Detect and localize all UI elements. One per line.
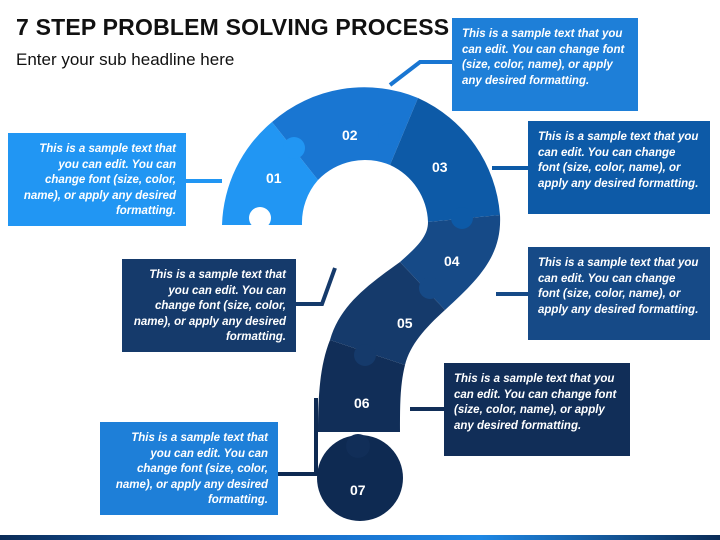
step-number-05: 05: [397, 315, 413, 331]
page-title: 7 STEP PROBLEM SOLVING PROCESS: [16, 14, 450, 40]
step-number-01: 01: [266, 170, 282, 186]
knob-05-06: [354, 344, 376, 366]
puzzle-piece-02: [272, 87, 418, 180]
step-text-03: This is a sample text that you can edit.…: [528, 121, 710, 214]
connector-07: [278, 398, 318, 476]
step-text-05: This is a sample text that you can edit.…: [122, 259, 296, 352]
step-number-06: 06: [354, 395, 370, 411]
step-number-04: 04: [444, 253, 460, 269]
knob-04-05: [419, 277, 441, 299]
knob-03-04: [451, 207, 473, 229]
step-text-02: This is a sample text that you can edit.…: [452, 18, 638, 111]
step-text-04: This is a sample text that you can edit.…: [528, 247, 710, 340]
step-text-06: This is a sample text that you can edit.…: [444, 363, 630, 456]
page-subtitle: Enter your sub headline here: [16, 50, 235, 69]
step-text-07: This is a sample text that you can edit.…: [100, 422, 278, 515]
question-mark-hook: [222, 87, 501, 432]
knob-bottom-01: [249, 207, 271, 229]
knob-02-03: [378, 123, 400, 145]
connector-05: [296, 267, 337, 306]
puzzle-piece-05: [330, 262, 445, 365]
connector-lines: [186, 60, 528, 476]
footer-bar: [0, 535, 720, 540]
puzzle-piece-01: [222, 122, 318, 225]
puzzle-piece-03: [390, 98, 500, 222]
step-number-02: 02: [342, 127, 358, 143]
step-number-07: 07: [350, 482, 366, 498]
knob-01-02: [283, 137, 305, 159]
puzzle-piece-07: [317, 435, 403, 521]
connector-02: [388, 60, 452, 87]
puzzle-piece-06: [318, 340, 405, 432]
step-number-03: 03: [432, 159, 448, 175]
knob-06-07: [346, 434, 370, 458]
step-text-01: This is a sample text that you can edit.…: [8, 133, 186, 226]
